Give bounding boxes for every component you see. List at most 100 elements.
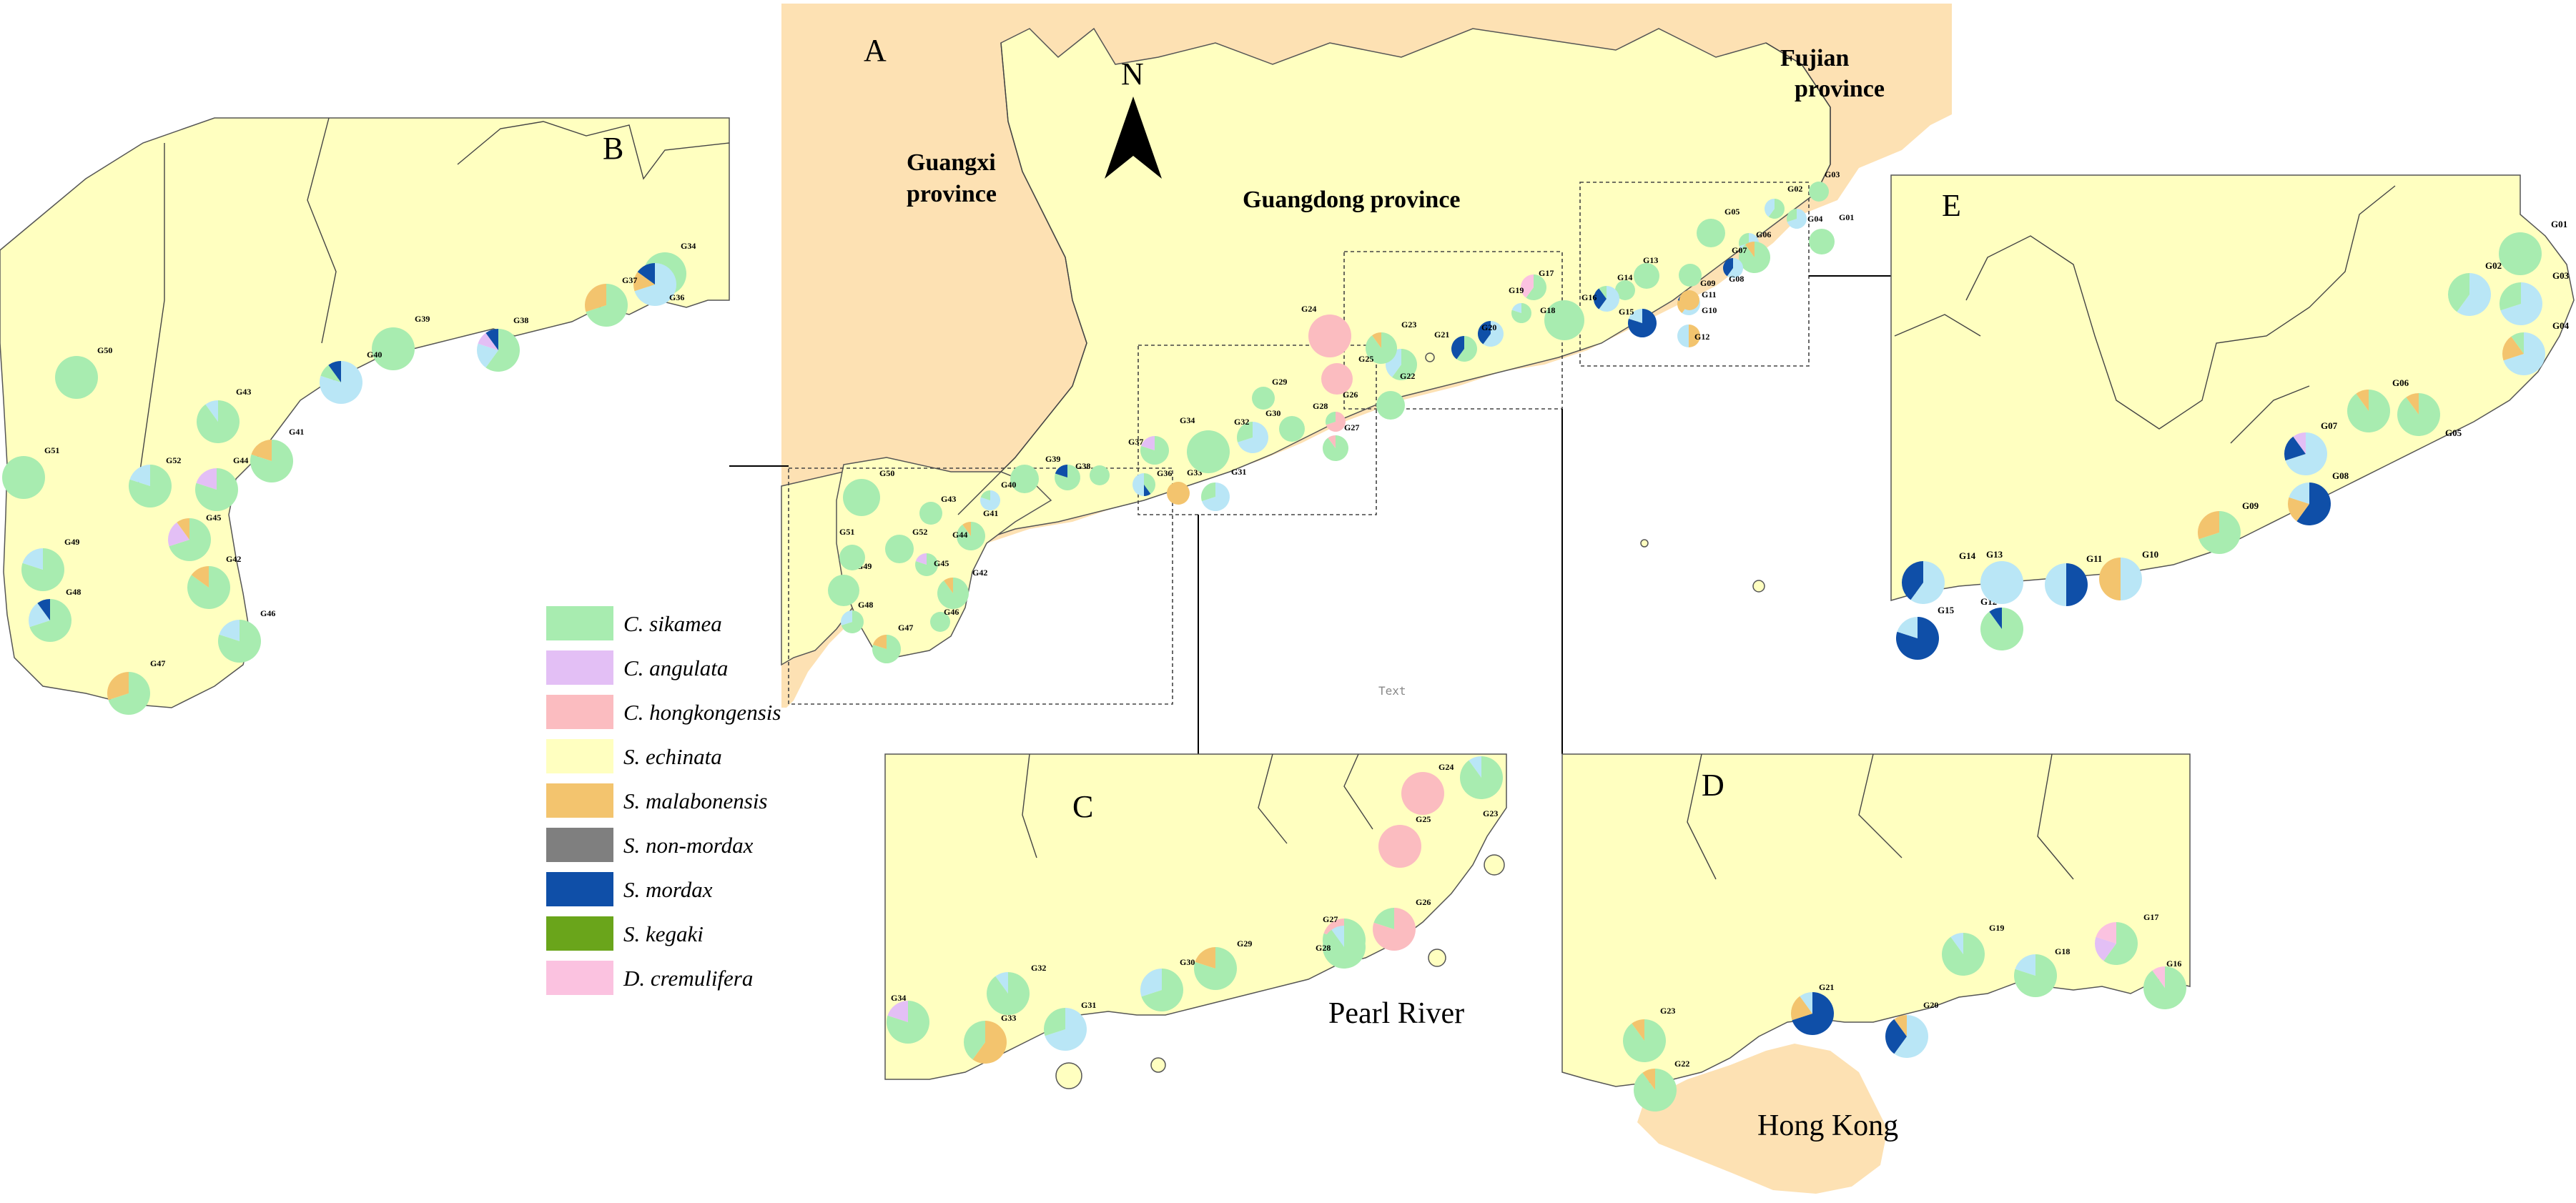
pie-slice — [1989, 608, 2002, 629]
site-label: G25 — [1358, 354, 1373, 364]
pie-slice — [108, 672, 150, 716]
site-pie — [1132, 473, 1155, 496]
site-pie — [1140, 969, 1183, 1011]
pie-slice — [919, 502, 942, 525]
site-pie — [477, 329, 520, 372]
panel-c-borders — [1022, 753, 1373, 858]
panel-e-letter: E — [1942, 188, 1961, 223]
pie-slice — [2199, 511, 2241, 554]
site-label: G08 — [1729, 274, 1744, 284]
site-pie — [1451, 336, 1477, 362]
pie-slice — [1451, 336, 1464, 360]
pie-slice — [1090, 465, 1110, 485]
site-label: G28 — [1316, 943, 1331, 953]
site-pie — [1723, 258, 1744, 278]
pie-slice — [1144, 485, 1151, 496]
site-label: G45 — [206, 513, 221, 523]
pie-slice — [1043, 1008, 1065, 1036]
panel-b: B — [0, 117, 730, 708]
fujian-label-line2: province — [1795, 76, 1885, 102]
panel-d-borders — [1687, 753, 2074, 880]
legend-label: S. non-mordax — [623, 833, 754, 858]
pie-slice — [1745, 242, 1755, 257]
site-pie — [1634, 1069, 1677, 1112]
pie-slice — [1897, 617, 1918, 638]
site-label: G52 — [912, 527, 927, 537]
site-pie — [1521, 274, 1547, 301]
site-pie — [1697, 219, 1725, 247]
site-label: G08 — [2332, 470, 2349, 481]
legend-label: D. cremulifera — [623, 966, 753, 991]
site-label: G31 — [1231, 467, 1246, 477]
site-label: G33 — [1001, 1013, 1016, 1023]
site-label: G34 — [1180, 415, 1195, 425]
pie-slice — [2, 456, 45, 499]
site-label: G21 — [1434, 330, 1449, 340]
pie-slice — [2406, 393, 2419, 415]
pie-slice — [1511, 303, 1521, 313]
pie-slice — [2099, 558, 2121, 600]
legend-swatch — [546, 961, 613, 995]
site-pie — [107, 672, 150, 716]
pie-slice — [872, 635, 887, 649]
pie-slice — [2397, 393, 2440, 436]
pie-slice — [1787, 209, 1807, 229]
site-pie — [585, 284, 628, 327]
pie-slice — [485, 329, 520, 372]
site-label: G03 — [1825, 169, 1840, 179]
pie-slice — [637, 263, 655, 284]
site-pie — [2143, 966, 2187, 1010]
legend-swatch — [546, 828, 613, 862]
site-pie — [1373, 908, 1416, 951]
site-label: G47 — [150, 658, 165, 668]
site-pie — [1623, 1019, 1667, 1063]
site-label: G20 — [1481, 322, 1496, 332]
panel-a-island — [1640, 539, 1649, 548]
site-pie — [1054, 465, 1080, 491]
pie-slice — [1483, 321, 1504, 347]
pie-slice — [1201, 482, 1230, 511]
pie-slice — [129, 465, 150, 486]
site-label: G38 — [1075, 461, 1090, 471]
pie-slice — [1739, 233, 1749, 247]
site-label: G06 — [2392, 377, 2409, 388]
site-label: G27 — [1323, 914, 1338, 924]
panel-d: D Hong Kong — [1561, 753, 2191, 1194]
site-pie — [1679, 264, 1702, 287]
panel-a-letter: A — [864, 33, 887, 68]
site-label: G46 — [944, 607, 959, 617]
site-pie — [1323, 926, 1366, 969]
pie-slice — [250, 440, 294, 483]
pie-slice — [2502, 336, 2524, 361]
pie-slice — [1809, 229, 1835, 254]
site-label: G36 — [1157, 468, 1172, 478]
site-pie — [1378, 825, 1421, 868]
site-label: G42 — [226, 554, 241, 564]
panel-a-province-border — [957, 42, 1087, 515]
site-pie — [2045, 563, 2088, 606]
site-pie — [1902, 561, 1945, 605]
pie-slice — [2045, 563, 2066, 606]
site-pie — [1809, 182, 1829, 202]
site-pie — [168, 518, 212, 562]
site-label: G02 — [1787, 184, 1802, 194]
site-pie — [2347, 390, 2390, 432]
pie-slice — [1894, 1015, 1907, 1036]
site-label: G18 — [1540, 305, 1555, 315]
pie-slice — [169, 518, 212, 562]
legend-swatch — [546, 739, 613, 773]
legend-label: S. mordax — [623, 877, 713, 902]
pie-slice — [1326, 412, 1336, 425]
pie-slice — [1238, 422, 1269, 453]
pie-slice — [1679, 264, 1702, 287]
pie-slice — [1885, 1019, 1907, 1054]
legend-swatch — [546, 695, 613, 729]
site-pie — [2, 456, 45, 499]
site-pie — [1765, 199, 1785, 219]
site-pie — [872, 635, 902, 664]
legend-swatch — [546, 916, 613, 951]
site-pie — [980, 490, 1000, 511]
site-label: G41 — [289, 427, 304, 437]
pie-slice — [585, 284, 606, 312]
pie-slice — [944, 578, 953, 593]
